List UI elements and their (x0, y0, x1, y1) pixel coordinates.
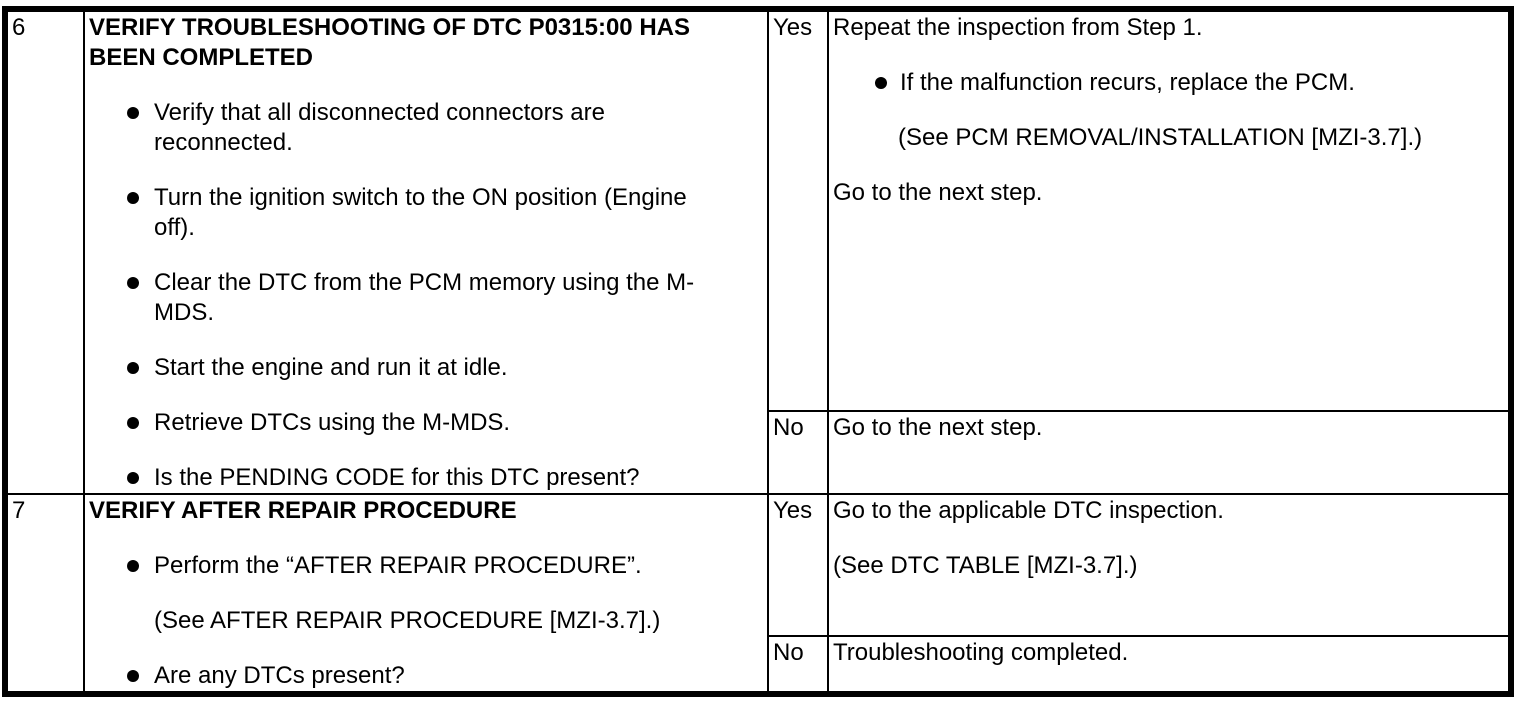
result-text: Go to the applicable DTC inspection. (833, 497, 1224, 524)
step-number-cell: 6 (4, 8, 85, 495)
result-cell-yes: Go to the applicable DTC inspection. (Se… (827, 492, 1512, 638)
step-number-cell: 7 (4, 493, 85, 695)
list-item: Are any DTCs present? (89, 661, 763, 691)
answer-cell-yes: Yes (767, 7, 829, 413)
action-title: VERIFY TROUBLESHOOTING OF DTC P0315:00 H… (89, 14, 690, 71)
list-item: If the malfunction recurs, replace the P… (833, 68, 1504, 98)
see-reference: (See AFTER REPAIR PROCEDURE [MZI-3.7].) (154, 607, 661, 634)
action-cell: VERIFY AFTER REPAIR PROCEDURE Perform th… (83, 493, 769, 695)
list-item: Turn the ignition switch to the ON posit… (89, 183, 763, 243)
list-item: Retrieve DTCs using the M-MDS. (89, 408, 763, 438)
result-cell-no: Go to the next step. (827, 410, 1512, 495)
bullet-text: Is the PENDING CODE for this DTC present… (154, 464, 640, 491)
bullet-text: If the malfunction recurs, replace the P… (900, 69, 1355, 96)
result-text: Repeat the inspection from Step 1. (833, 14, 1203, 41)
bullet-icon (127, 277, 139, 289)
bullet-text: Clear the DTC from the PCM memory using … (154, 269, 695, 326)
table-row: 6 VERIFY TROUBLESHOOTING OF DTC P0315:00… (4, 7, 1512, 495)
bullet-icon (127, 417, 139, 429)
see-reference: (See PCM REMOVAL/INSTALLATION [MZI-3.7].… (898, 124, 1423, 151)
result-text: Go to the next step. (833, 179, 1043, 206)
answer-label: Yes (773, 497, 813, 524)
answer-cell-no: No (767, 635, 829, 695)
bullet-icon (127, 472, 139, 484)
troubleshooting-table: 6 VERIFY TROUBLESHOOTING OF DTC P0315:00… (2, 6, 1514, 697)
list-item: Start the engine and run it at idle. (89, 353, 763, 383)
bullet-text: Verify that all disconnected connectors … (154, 99, 605, 156)
bullet-text: Perform the “AFTER REPAIR PROCEDURE”. (154, 552, 642, 579)
result-cell-yes: Repeat the inspection from Step 1. If th… (827, 7, 1512, 413)
table-row: 7 VERIFY AFTER REPAIR PROCEDURE Perform … (4, 492, 1512, 695)
answer-label: No (773, 414, 804, 442)
step-number: 7 (12, 497, 26, 524)
service-manual-page: 6 VERIFY TROUBLESHOOTING OF DTC P0315:00… (2, 6, 1520, 697)
table-row: No Troubleshooting completed. (5, 635, 1512, 695)
answer-cell-no: No (767, 410, 829, 495)
list-item: Verify that all disconnected connectors … (89, 98, 763, 158)
answer-label: Yes (773, 14, 813, 41)
see-reference: (See DTC TABLE [MZI-3.7].) (833, 552, 1138, 579)
bullet-icon (127, 107, 139, 119)
list-item: Perform the “AFTER REPAIR PROCEDURE”. (89, 551, 763, 581)
result-text: Troubleshooting completed. (833, 639, 1129, 667)
answer-cell-yes: Yes (767, 492, 829, 638)
bullet-icon (127, 362, 139, 374)
action-title: VERIFY AFTER REPAIR PROCEDURE (89, 497, 517, 524)
bullet-text: Are any DTCs present? (154, 662, 405, 689)
bullet-icon (127, 670, 139, 682)
result-text: Go to the next step. (833, 414, 1043, 442)
step-number: 6 (12, 14, 26, 41)
result-cell-no: Troubleshooting completed. (827, 635, 1512, 695)
bullet-icon (127, 560, 139, 572)
bullet-icon (127, 192, 139, 204)
bullet-text: Turn the ignition switch to the ON posit… (154, 184, 687, 241)
list-item: Clear the DTC from the PCM memory using … (89, 268, 763, 328)
table-row: No Go to the next step. (5, 410, 1512, 495)
bullet-text: Start the engine and run it at idle. (154, 354, 508, 381)
bullet-text: Retrieve DTCs using the M-MDS. (154, 409, 511, 436)
action-cell: VERIFY TROUBLESHOOTING OF DTC P0315:00 H… (83, 8, 769, 495)
list-item: Is the PENDING CODE for this DTC present… (89, 463, 763, 492)
answer-label: No (773, 639, 804, 667)
bullet-icon (875, 77, 887, 89)
